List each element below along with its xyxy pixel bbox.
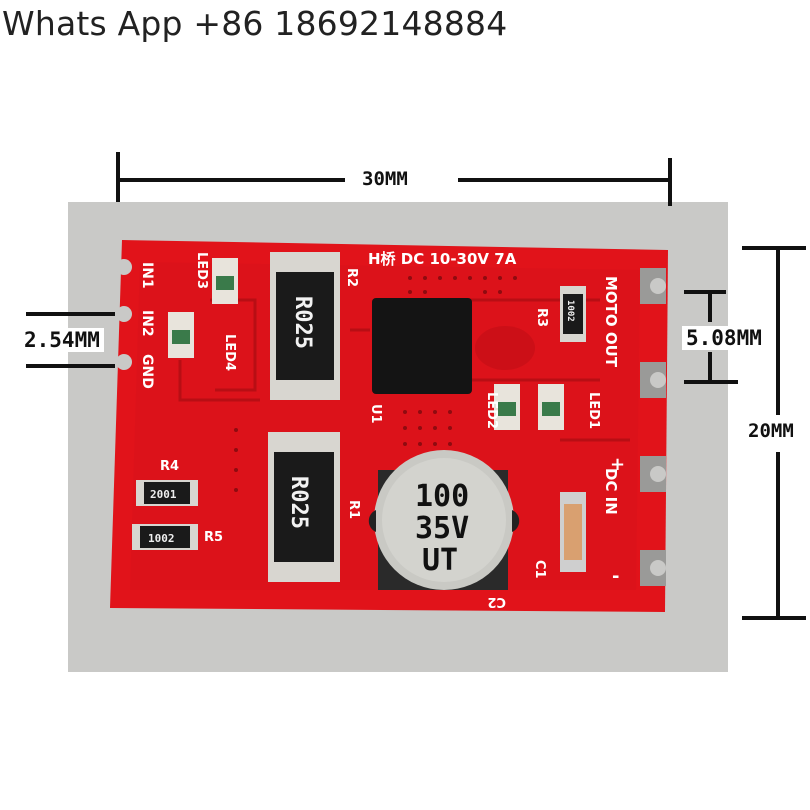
capacitor-label-c1: C1 [532,560,547,579]
pin-pitch-dimension-line [26,312,115,368]
led-label-led3: LED3 [194,252,209,289]
shunt-marking-r1: R025 [286,476,311,529]
label-dc-in: DC IN [602,468,620,515]
pin-label-in2: IN2 [139,310,155,337]
polarity-plus: + [610,454,625,475]
height-dimension-label: 20MM [744,420,798,442]
electrolytic-capacitor-c2 [368,450,520,590]
led-label-led2: LED2 [484,392,499,429]
smd-marking-r5: 1002 [148,532,175,545]
led-label-led4: LED4 [222,334,237,371]
pin-hole-gnd [116,354,132,370]
resistor-label-r5: R5 [204,530,223,545]
height-dimension-line [742,246,806,620]
pin-label-gnd: GND [139,354,155,389]
capacitor-text-voltage: 35V [415,511,469,546]
resistor-label-r3: R3 [534,308,549,327]
chip-label-u1: U1 [368,404,383,424]
resistor-label-r1: R1 [346,500,361,519]
smd-marking-r4: 2001 [150,488,177,501]
output-pitch-dimension-label: 5.08MM [682,326,766,350]
smd-resistor-r3 [560,286,586,342]
pin-hole-in1 [116,259,132,275]
board-title-silk: H桥 DC 10-30V 7A [368,250,517,268]
pin-hole-in2 [116,306,132,322]
polarity-minus: - [612,566,619,587]
label-moto-out: MOTO OUT [602,276,620,368]
h-bridge-chip [372,298,472,394]
output-pitch-dimension-line [684,290,738,384]
width-dimension-line [116,152,672,206]
shunt-marking-r2: R025 [290,296,315,349]
shunt-resistor-r1 [268,432,340,582]
capacitor-text-series: UT [422,543,458,578]
capacitor-label-c2: C2 [487,594,506,609]
ceramic-capacitor-c1 [560,492,586,572]
shunt-resistor-r2 [270,252,340,400]
capacitor-text-value: 100 [415,479,469,514]
pin-pitch-dimension-label: 2.54MM [20,328,104,352]
led-led1 [538,384,564,430]
resistor-label-r2: R2 [344,268,359,287]
led-led2 [494,384,520,430]
width-dimension-label: 30MM [358,168,412,190]
smd-resistor-r5 [132,524,198,550]
pin-label-in1: IN1 [139,262,155,289]
led-label-led1: LED1 [586,392,601,429]
resistor-label-r4: R4 [160,459,179,474]
contact-header: Whats App +86 18692148884 [2,4,508,43]
led-led3 [212,258,238,304]
led-led4 [168,312,194,358]
smd-resistor-r4 [136,480,198,506]
smd-marking-r3: 1002 [565,300,575,322]
